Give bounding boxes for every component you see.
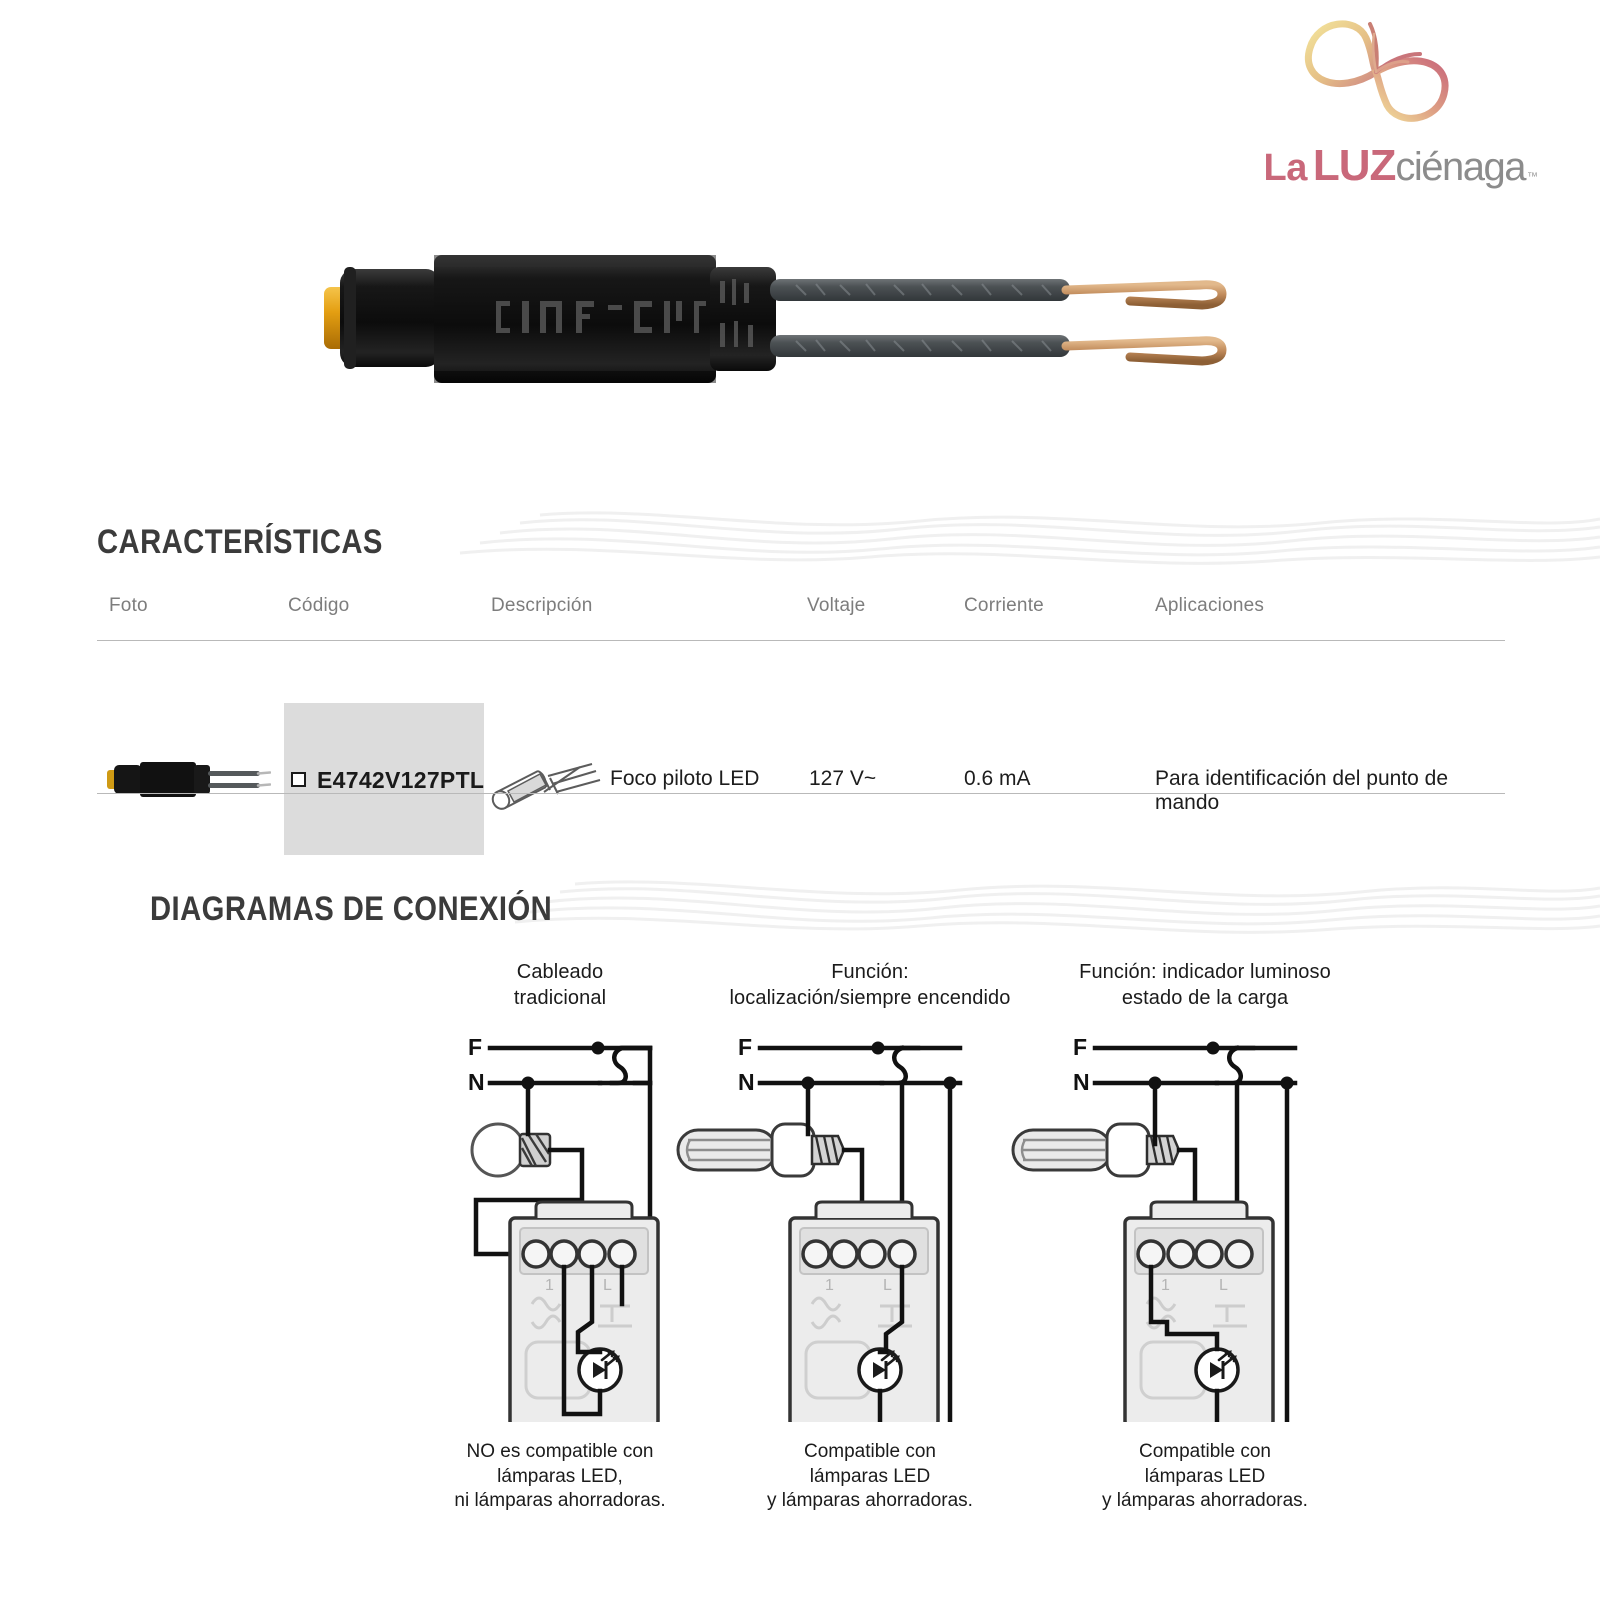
diagram-3-schematic: F N — [995, 1022, 1415, 1422]
svg-text:1: 1 — [825, 1277, 834, 1294]
col-header-descripcion: Descripción — [491, 595, 593, 616]
diagram-2-title-line2: localización/siempre encendido — [729, 986, 1011, 1009]
col-header-foto: Foto — [109, 595, 148, 616]
diagram-1-caption-line1: NO es compatible con — [466, 1441, 654, 1462]
diagram-3-caption-line1: Compatible con — [1138, 1441, 1272, 1462]
cell-foto — [101, 751, 271, 807]
brand-luz: LUZ — [1312, 141, 1397, 190]
diagram-2-caption: Compatible con lámparas LED y lámparas a… — [660, 1440, 1080, 1514]
col-header-voltaje: Voltaje — [807, 595, 866, 616]
diagram-3-title-line2: estado de la carga — [1121, 986, 1289, 1009]
diagram-2-caption-line2: lámparas LED — [809, 1465, 931, 1487]
diagram-2-title-line1: Función: — [831, 961, 909, 983]
diagram-1-caption-line2: lámparas LED, — [497, 1465, 623, 1487]
table-bottom-rule — [97, 793, 1505, 794]
wave-watermark-2 — [0, 872, 1600, 936]
diagram-localizacion: Función: localización/siempre encendido … — [660, 960, 1080, 1511]
col-header-codigo: Código — [288, 595, 350, 616]
table-top-rule — [97, 640, 1505, 641]
diagram-3-title-line1: Función: indicador luminoso — [1079, 961, 1331, 983]
code-value: E4742V127PTL — [317, 767, 485, 793]
brand-logo: La LUZ ciénaga ™ — [1188, 8, 1548, 193]
switch-module: 1 L — [788, 1200, 940, 1422]
svg-text:1: 1 — [545, 1277, 554, 1294]
col-header-corriente: Corriente — [964, 595, 1044, 616]
butterfly-swirl-icon — [1304, 20, 1449, 122]
cfl-lamp-icon — [1011, 1122, 1181, 1178]
led-indicator-icon — [1194, 1347, 1240, 1393]
page-title-diagramas: DIAGRAMAS DE CONEXIÓN — [150, 890, 553, 928]
code-cell-background — [284, 703, 484, 855]
svg-text:L: L — [1219, 1277, 1228, 1294]
characteristics-table: Foto Código Descripción Voltaje Corrient… — [97, 577, 1505, 855]
svg-text:L: L — [603, 1277, 612, 1294]
diagram-2-caption-line1: Compatible con — [803, 1441, 937, 1462]
svg-text:1: 1 — [1161, 1277, 1170, 1294]
brand-wordmark: La LUZ ciénaga ™ — [1263, 141, 1538, 190]
brand-cienaga: ciénaga — [1395, 145, 1526, 189]
led-indicator-icon — [577, 1347, 623, 1393]
switch-module: 1 L — [1123, 1200, 1275, 1422]
switch-module: 1 L — [508, 1200, 660, 1422]
diagram-2-caption-line3: y lámparas ahorradoras. — [767, 1490, 973, 1512]
cell-descripcion-icon — [488, 757, 608, 813]
diagram-2-schematic: F N — [660, 1022, 1080, 1422]
cell-codigo: E4742V127PTL — [291, 767, 484, 794]
diagram-1-title-line2: tradicional — [513, 986, 607, 1009]
led-indicator-icon — [857, 1347, 903, 1393]
diagram-2-title: Función: localización/siempre encendido — [660, 960, 1080, 1011]
svg-text:L: L — [883, 1277, 892, 1294]
diagram-3-title: Función: indicador luminoso estado de la… — [995, 960, 1415, 1011]
diagram-1-caption-line3: ni lámparas ahorradoras. — [454, 1490, 666, 1512]
table-row: E4742V127PTL — [97, 703, 1505, 855]
svg-text:F: F — [1073, 1034, 1087, 1060]
code-checkbox-icon — [291, 772, 306, 787]
diagram-indicador-carga: Función: indicador luminoso estado de la… — [995, 960, 1415, 1511]
diagram-1-title-line1: Cableado — [516, 961, 604, 983]
diagram-1-schematic: F N — [350, 1022, 770, 1422]
cell-aplicaciones: Para identificación del punto de mando — [1155, 767, 1449, 814]
page-title-caracteristicas: CARACTERÍSTICAS — [97, 523, 383, 561]
pilot-light-line-art-icon — [491, 763, 601, 810]
diagram-1-caption: NO es compatible con lámparas LED, ni lá… — [350, 1440, 770, 1514]
diagram-3-caption-line2: lámparas LED — [1144, 1465, 1266, 1487]
incandescent-lamp-icon — [470, 1122, 552, 1178]
diagram-cableado-tradicional: Cableado tradicional F N — [350, 960, 770, 1511]
cell-descripcion-text: Foco piloto LED — [610, 767, 760, 790]
svg-text:N: N — [1073, 1069, 1090, 1095]
cell-voltaje: 127 V~ — [809, 767, 877, 790]
svg-text:F: F — [738, 1034, 752, 1060]
table-header-row: Foto Código Descripción Voltaje Corrient… — [97, 577, 1505, 639]
wave-watermark — [0, 505, 1600, 569]
diagram-3-caption-line3: y lámparas ahorradoras. — [1102, 1490, 1308, 1512]
brand-trademark: ™ — [1527, 171, 1538, 183]
cfl-lamp-icon — [676, 1122, 846, 1178]
svg-text:F: F — [468, 1034, 482, 1060]
diagram-1-title: Cableado tradicional — [350, 960, 770, 1011]
connection-diagrams: Cableado tradicional F N — [0, 960, 1600, 1540]
product-thumbnail — [107, 762, 271, 797]
col-header-aplicaciones: Aplicaciones — [1155, 595, 1265, 616]
brand-la: La — [1263, 147, 1307, 189]
diagram-3-caption: Compatible con lámparas LED y lámparas a… — [995, 1440, 1415, 1514]
svg-text:N: N — [468, 1069, 485, 1095]
product-hero-photo — [300, 205, 1260, 425]
svg-text:N: N — [738, 1069, 755, 1095]
cell-corriente: 0.6 mA — [964, 767, 1031, 790]
